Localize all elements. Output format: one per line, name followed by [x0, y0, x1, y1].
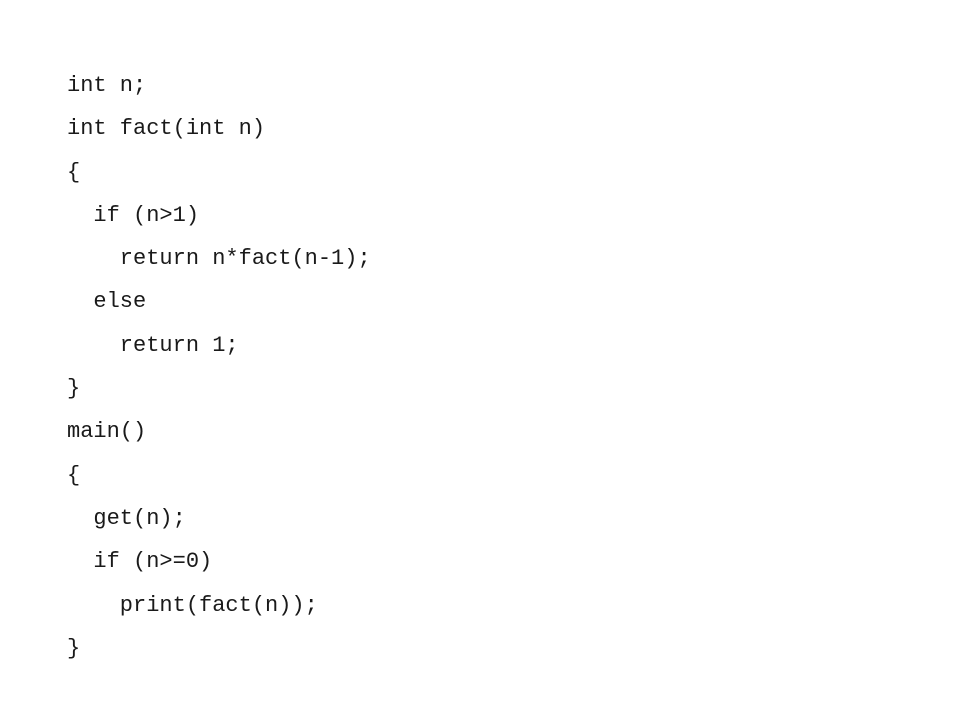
code-line: int fact(int n) — [67, 116, 266, 142]
code-line: if (n>=0) — [67, 549, 213, 575]
code-line: else — [67, 289, 147, 315]
code-line: } — [67, 376, 81, 402]
code-line: return 1; — [67, 332, 239, 358]
code-line: { — [67, 462, 81, 488]
code-line: get(n); — [67, 505, 186, 531]
code-line: print(fact(n)); — [67, 592, 318, 618]
code-line: { — [67, 159, 81, 185]
code-line: int n; — [67, 73, 147, 98]
code-listing: int n; int fact(int n) { if (n>1) return… — [67, 64, 371, 670]
code-line: return n*fact(n-1); — [67, 246, 371, 272]
code-line: } — [67, 635, 81, 661]
code-line: main() — [67, 419, 147, 445]
code-line: if (n>1) — [67, 202, 200, 228]
